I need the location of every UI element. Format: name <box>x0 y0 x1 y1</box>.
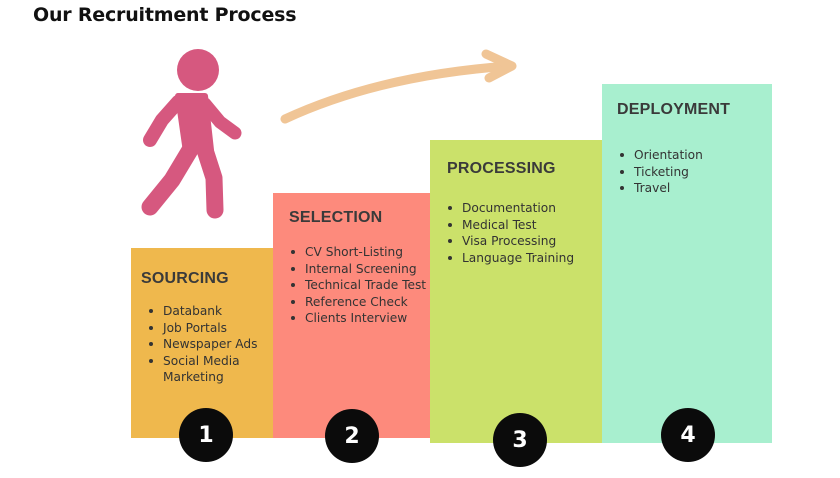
curved-arrow-icon <box>280 49 517 124</box>
list-item: Databank <box>149 303 283 320</box>
list-item: Visa Processing <box>448 233 612 250</box>
list-item: Documentation <box>448 200 612 217</box>
step-deployment: DEPLOYMENT Orientation Ticketing Travel <box>602 84 772 443</box>
list-item: Medical Test <box>448 217 612 234</box>
list-item: Language Training <box>448 250 612 267</box>
step-list: Databank Job Portals Newspaper Ads Socia… <box>143 303 283 386</box>
list-item: Newspaper Ads <box>149 336 283 353</box>
step-heading: PROCESSING <box>447 160 556 177</box>
walking-person-icon <box>141 49 242 219</box>
list-item: Ticketing <box>620 164 774 181</box>
list-item: Technical Trade Test <box>291 278 427 293</box>
step-processing: PROCESSING Documentation Medical Test Vi… <box>430 140 602 443</box>
step-number-badge: 1 <box>179 408 233 462</box>
step-heading: SELECTION <box>289 209 383 226</box>
step-list: Orientation Ticketing Travel <box>614 147 774 197</box>
step-number-badge: 2 <box>325 409 379 463</box>
step-list: CV Short-Listing Internal Screening Tech… <box>285 244 427 327</box>
list-item: Internal Screening <box>291 261 427 278</box>
step-number-badge: 3 <box>493 413 547 467</box>
step-number-badge: 4 <box>661 408 715 462</box>
step-list: Documentation Medical Test Visa Processi… <box>442 200 612 266</box>
list-item: Job Portals <box>149 320 283 337</box>
list-item: Social Media Marketing <box>149 353 283 386</box>
list-item: Travel <box>620 180 774 197</box>
step-heading: DEPLOYMENT <box>617 101 731 118</box>
list-item: Clients Interview <box>291 310 427 327</box>
step-heading: SOURCING <box>141 270 229 287</box>
step-selection: SELECTION CV Short-Listing Internal Scre… <box>273 193 430 438</box>
list-item: CV Short-Listing <box>291 244 427 261</box>
step-sourcing: SOURCING Databank Job Portals Newspaper … <box>131 248 273 438</box>
list-item: Reference Check <box>291 294 427 311</box>
step-box <box>430 140 602 443</box>
list-item: Orientation <box>620 147 774 164</box>
page-title: Our Recruitment Process <box>33 4 297 26</box>
step-box <box>602 84 772 443</box>
